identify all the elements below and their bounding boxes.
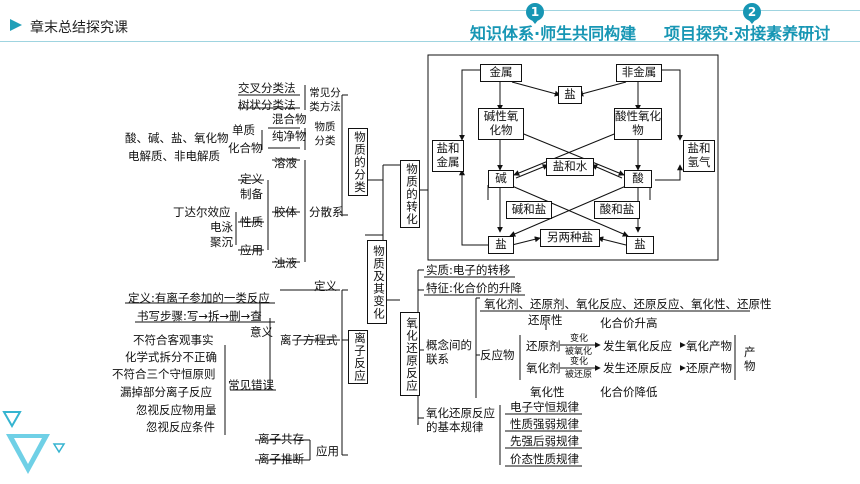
tab-project-inquiry[interactable]: 项目探究·对接素养研讨 (664, 24, 831, 43)
oxidation-reaction-label: 发生氧化反应 (603, 339, 672, 353)
base-box: 碱 (488, 170, 514, 188)
salt-and-hydrogen-box: 盐和氢气 (683, 140, 715, 172)
acidic-oxide-box: 酸性氧化物 (614, 108, 662, 140)
tab-knowledge-system[interactable]: 知识体系·师生共同构建 (470, 24, 637, 43)
colloid-label: 胶体 (274, 205, 297, 219)
cross-classification: 交叉分类法 (238, 81, 296, 95)
concept-list: 氧化剂、还原剂、氧化反应、还原反应、氧化性、还原性 (484, 297, 772, 311)
ion-coexistence: 离子共存 (258, 432, 304, 446)
ionic-equation-label: 离子方程式 (280, 333, 338, 347)
error-item: 忽视反应物用量 (136, 403, 217, 417)
tyndall-effect: 丁达尔效应 (173, 205, 231, 219)
product-label: 产物 (744, 345, 756, 373)
salt-and-metal-box: 盐和金属 (432, 140, 464, 172)
coagulation: 聚沉 (210, 235, 233, 249)
law-item: 电子守恒规律 (510, 400, 579, 414)
error-item: 不符合三个守恒原则 (112, 367, 216, 381)
basic-oxide-box: 碱性氧化物 (478, 108, 524, 140)
electrophoresis: 电泳 (210, 220, 233, 234)
law-item: 先强后弱规律 (510, 434, 579, 448)
section-title: 章末总结探究课 (30, 20, 128, 36)
colloid-preparation: 制备 (240, 187, 263, 201)
two-salts-box: 另两种盐 (540, 229, 600, 247)
acid-and-salt-box: 酸和盐 (594, 201, 640, 219)
redox-node: 氧化还原反应 (400, 312, 420, 396)
classification-node: 物质的分类 (348, 128, 368, 196)
compound-label: 化合物 (228, 141, 263, 155)
oxidizing-agent-label: 氧化剂 (526, 361, 561, 375)
common-errors-label: 常见错误 (228, 378, 274, 392)
dispersion-label: 分散系 (309, 205, 344, 219)
redox-essence: 实质:电子的转移 (426, 263, 511, 277)
reduced-label: 被还原 (565, 370, 593, 380)
change-label-1: 变化 (570, 334, 589, 344)
reactant-label: 反应物 (480, 348, 515, 362)
oxidizing-property-label: 氧化性 (530, 385, 565, 399)
salt-left-box: 盐 (488, 236, 514, 254)
reducing-property-label: 还原性 (528, 313, 563, 327)
change-label-2: 变化 (570, 357, 589, 367)
concept-relation-label: 概念间的联系 (426, 338, 472, 366)
tab2-number-badge[interactable]: 2 (743, 3, 761, 24)
ionic-definition-text: 定义:有离子参加的一类反应 (128, 291, 270, 305)
basic-laws-label: 氧化还原反应的基本规律 (426, 406, 495, 434)
error-item: 漏掉部分离子反应 (120, 385, 212, 399)
error-item: 忽视反应条件 (146, 420, 215, 434)
reducing-agent-label: 还原剂 (526, 339, 561, 353)
nonmetal-box: 非金属 (616, 64, 662, 82)
tab1-number-badge[interactable]: 1 (526, 3, 544, 24)
header-divider (0, 41, 860, 42)
turbid-label: 浊液 (274, 256, 297, 270)
pure-substance-label: 纯净物 (272, 129, 307, 143)
element-label: 单质 (232, 123, 255, 137)
oxidized-label: 被氧化 (565, 347, 593, 357)
common-methods-label: 常见分类方法 (309, 87, 341, 113)
tree-classification: 树状分类法 (238, 98, 296, 112)
colloid-definition: 定义 (240, 172, 263, 186)
valence-increase-label: 化合价升高 (600, 316, 658, 330)
triangle-decoration-icon (2, 411, 66, 474)
reduction-reaction-label: 发生还原反应 (603, 361, 672, 375)
metal-box: 金属 (480, 64, 522, 82)
law-item: 价态性质规律 (510, 452, 579, 466)
compound-types: 酸、碱、盐、氧化物 (125, 131, 229, 145)
law-item: 性质强弱规律 (510, 417, 579, 431)
error-item: 化学式拆分不正确 (125, 350, 217, 364)
redox-feature: 特征:化合价的升降 (426, 281, 522, 295)
oxidation-product-label: 氧化产物 (686, 339, 732, 353)
root-node: 物质及其变化 (367, 240, 387, 324)
acid-box: 酸 (624, 170, 652, 188)
play-triangle-icon (10, 19, 22, 31)
transformation-node: 物质的转化 (400, 160, 420, 228)
writing-steps: 书写步骤:写→拆→删→查 (137, 309, 262, 323)
salt-and-water-box: 盐和水 (546, 158, 594, 176)
ionic-definition-label: 定义 (314, 279, 337, 293)
meaning-label: 意义 (250, 325, 273, 339)
base-and-salt-box: 碱和盐 (506, 201, 552, 219)
ion-inference: 离子推断 (258, 452, 304, 466)
header-top-divider (470, 10, 860, 11)
colloid-application: 应用 (240, 243, 263, 257)
material-classification-label: 物质分类 (314, 121, 336, 147)
reduction-product-label: 还原产物 (686, 361, 732, 375)
valence-decrease-label: 化合价降低 (600, 385, 658, 399)
mixture-label: 混合物 (272, 112, 307, 126)
salt-right-box: 盐 (626, 236, 654, 254)
colloid-property: 性质 (240, 215, 263, 229)
error-item: 不符合客观事实 (133, 333, 214, 347)
ionic-reaction-node: 离子反应 (348, 330, 368, 384)
electrolyte-types: 电解质、非电解质 (128, 149, 220, 163)
salt-top-box: 盐 (558, 86, 582, 104)
solution-label: 溶液 (274, 156, 297, 170)
application-label: 应用 (316, 444, 339, 458)
